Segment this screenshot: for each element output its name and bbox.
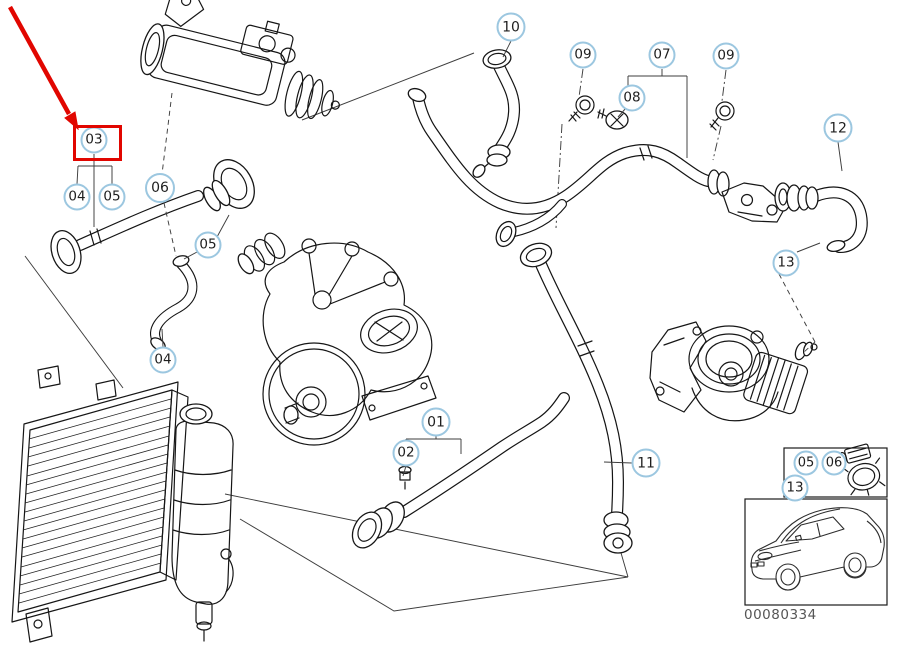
screw-08 — [597, 108, 629, 130]
bolt-09-right — [709, 101, 735, 131]
vehicle-icon — [750, 507, 885, 591]
callout-06-inset[interactable]: 06 — [821, 450, 847, 476]
leader-lines — [76, 40, 843, 482]
callout-08[interactable]: 08 — [618, 84, 646, 112]
callout-05-mid[interactable]: 05 — [194, 231, 222, 259]
callout-05-inset[interactable]: 05 — [793, 450, 819, 476]
callout-09-right[interactable]: 09 — [712, 42, 740, 70]
heater-valve-assembly — [140, 0, 340, 120]
drawing-number: 00080334 — [744, 607, 817, 623]
callout-05-upper[interactable]: 05 — [98, 183, 126, 211]
callout-11[interactable]: 11 — [631, 448, 661, 478]
highlight-arrow-icon — [8, 5, 79, 131]
callout-12[interactable]: 12 — [823, 113, 853, 143]
callout-06-upper[interactable]: 06 — [145, 173, 175, 203]
callout-04-lower[interactable]: 04 — [149, 346, 177, 374]
callout-10[interactable]: 10 — [496, 12, 526, 42]
expansion-tank — [171, 403, 234, 642]
small-bypass-hose — [150, 255, 198, 351]
callout-04-upper[interactable]: 04 — [63, 183, 91, 211]
hose-11 — [519, 242, 633, 554]
projection-lines — [24, 52, 629, 612]
callout-01[interactable]: 01 — [421, 407, 451, 437]
center-hose-group — [407, 87, 730, 248]
callout-02[interactable]: 02 — [392, 439, 420, 467]
bolt-09-left — [568, 95, 595, 122]
callout-03[interactable]: 03 — [80, 126, 108, 154]
lower-radiator-hose — [351, 392, 570, 549]
oil-filter-housing — [649, 321, 818, 422]
callout-07[interactable]: 07 — [648, 41, 676, 69]
radiator — [11, 365, 189, 643]
upper-radiator-hose — [50, 159, 255, 275]
callout-13-inset[interactable]: 13 — [781, 474, 809, 502]
callout-13-right[interactable]: 13 — [772, 249, 800, 277]
water-pump — [237, 232, 437, 446]
upper-elbow-hose-10 — [472, 49, 521, 178]
hose-12 — [774, 182, 868, 253]
callout-09-left[interactable]: 09 — [569, 41, 597, 69]
bracket-holder — [721, 182, 787, 223]
vehicle-panel — [744, 498, 888, 606]
